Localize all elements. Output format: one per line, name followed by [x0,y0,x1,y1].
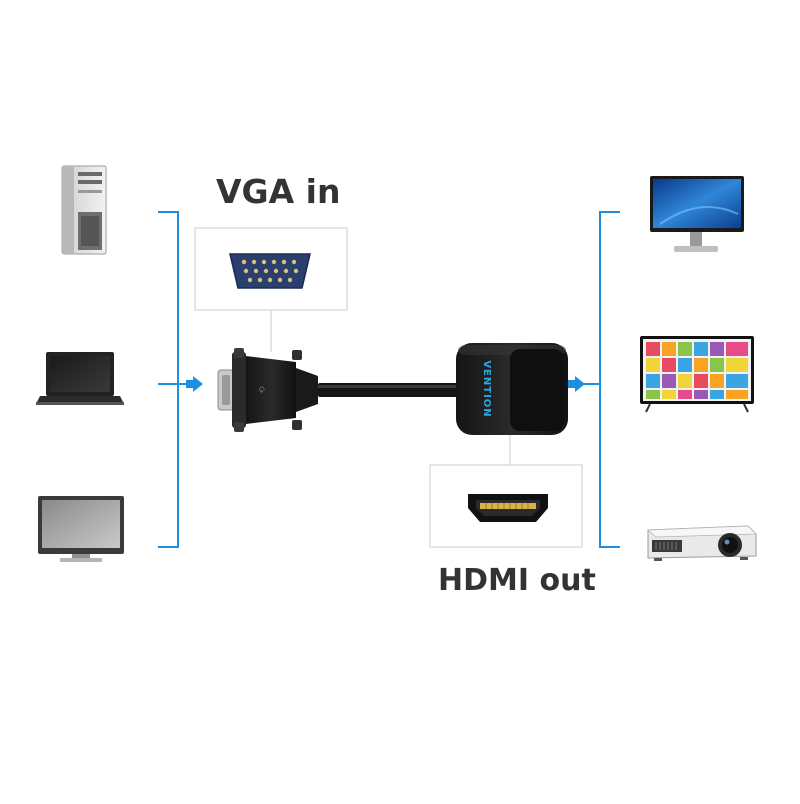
vga-in-label: VGA in [216,172,341,211]
laptop-icon [36,352,124,405]
svg-text:⟲: ⟲ [258,386,268,394]
input-arrow-icon [186,376,203,392]
hdmi-port-callout [429,435,583,548]
monitor-icon [650,176,744,252]
tv-icon [640,336,754,413]
desktop-pc-tower-icon [61,165,107,255]
brand-logo: VENTION [481,360,492,417]
lcd-monitor-icon [38,496,124,562]
projector-icon [646,525,757,561]
input-bracket [158,211,196,548]
output-bracket [584,211,620,548]
vga-port-icon [229,253,311,289]
vga-plug-icon: ⟲ [217,348,318,432]
vga-port-callout [194,227,348,352]
output-arrow-icon [568,376,585,392]
adapter-cable [318,383,464,397]
hdmi-port-icon [468,494,548,522]
hdmi-out-label: HDMI out [438,563,596,598]
hdmi-adapter-body [456,343,568,435]
